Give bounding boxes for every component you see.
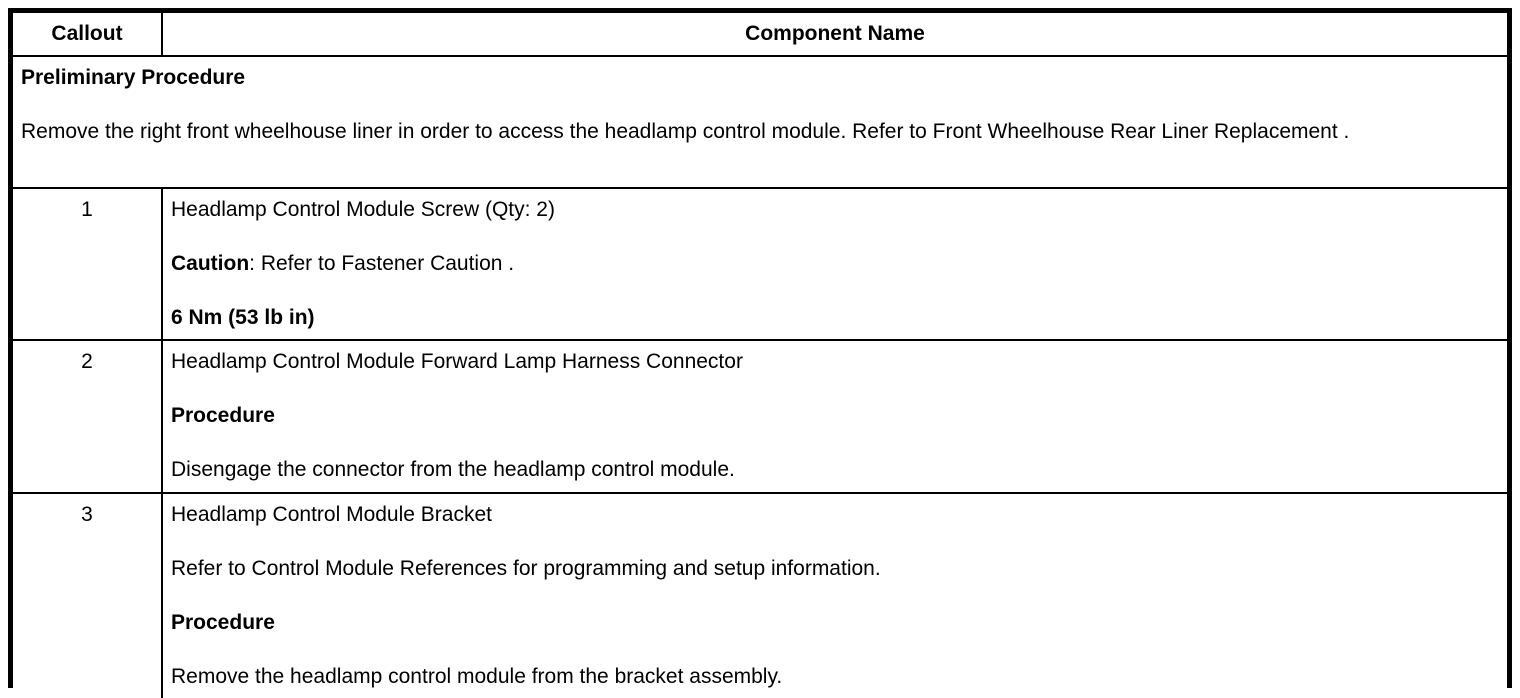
- component-description-cell: Headlamp Control Module Screw (Qty: 2) C…: [161, 187, 1507, 341]
- callout-number: 1: [13, 187, 163, 341]
- preliminary-procedure-body: Remove the right front wheelhouse liner …: [21, 120, 1350, 143]
- procedure-heading: Procedure: [171, 404, 275, 427]
- caution-note: Caution: Refer to Fastener Caution .: [171, 252, 515, 275]
- component-description-cell: Headlamp Control Module Forward Lamp Har…: [161, 339, 1507, 494]
- procedure-step: Disengage the connector from the headlam…: [171, 458, 735, 481]
- component-name-column-header: Component Name: [161, 13, 1507, 57]
- torque-spec: 6 Nm (53 lb in): [171, 306, 315, 329]
- component-description-cell: Headlamp Control Module Bracket Refer to…: [161, 492, 1507, 698]
- procedure-heading: Procedure: [171, 611, 275, 634]
- preliminary-procedure-row: Preliminary Procedure Remove the right f…: [13, 55, 1507, 189]
- procedure-step: Remove the headlamp control module from …: [171, 665, 783, 688]
- preliminary-procedure-title: Preliminary Procedure: [21, 66, 246, 89]
- callout-number: 2: [13, 339, 163, 494]
- service-procedure-table: Callout Component Name Preliminary Proce…: [13, 13, 1507, 698]
- table-row: 3 Headlamp Control Module Bracket Refer …: [13, 492, 1507, 698]
- component-title: Headlamp Control Module Forward Lamp Har…: [171, 350, 743, 373]
- component-title: Headlamp Control Module Screw (Qty: 2): [171, 198, 555, 221]
- component-callout-table: Callout Component Name Preliminary Proce…: [8, 8, 1512, 698]
- component-title: Headlamp Control Module Bracket: [171, 503, 492, 526]
- reference-note: Refer to Control Module References for p…: [171, 557, 881, 580]
- table-header-row: Callout Component Name: [13, 13, 1507, 57]
- preliminary-procedure-cell: Preliminary Procedure Remove the right f…: [13, 55, 1507, 189]
- table-row: 2 Headlamp Control Module Forward Lamp H…: [13, 339, 1507, 494]
- callout-column-header: Callout: [13, 13, 163, 57]
- callout-number: 3: [13, 492, 163, 698]
- table-row: 1 Headlamp Control Module Screw (Qty: 2)…: [13, 187, 1507, 341]
